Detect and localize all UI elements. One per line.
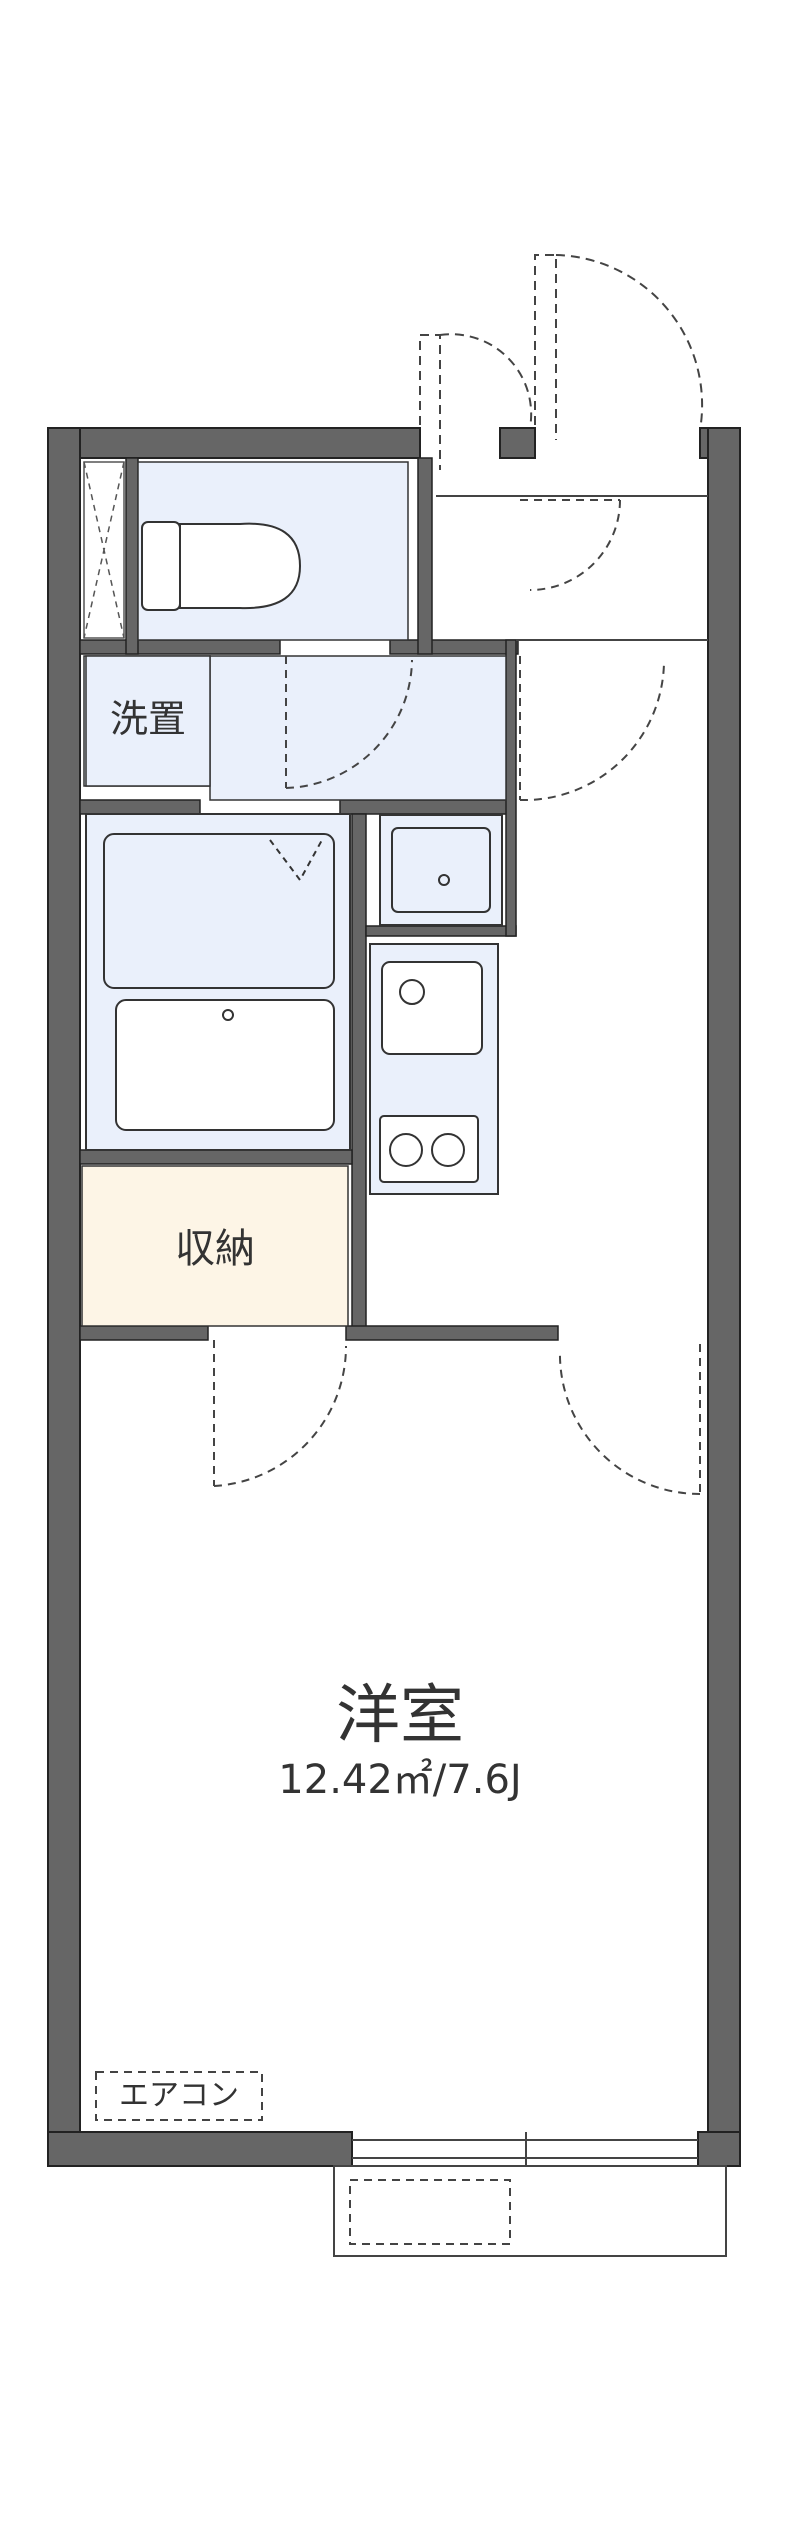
hallway-doors <box>213 499 701 1495</box>
entrance-door-right-arc <box>555 254 704 431</box>
room-door-arc <box>558 1349 701 1495</box>
washroom-door-arc <box>285 659 413 789</box>
hall-door-1-arc <box>529 499 621 591</box>
entrance-doors <box>419 254 704 470</box>
wall-bottom-right <box>697 2131 741 2167</box>
entrance-door-right <box>534 254 557 440</box>
storage-room: 収納 <box>81 1165 349 1327</box>
wall-laundry-bottom-right <box>339 799 511 815</box>
wall-storage-bottom <box>79 1325 209 1341</box>
wall-storage-bottom-right <box>345 1325 559 1341</box>
wall-toilet-bottom-right <box>389 639 519 655</box>
inner-walls <box>79 457 559 1341</box>
storage-floor <box>81 1165 349 1327</box>
wall-left <box>47 427 81 2167</box>
hall-lines <box>436 495 708 641</box>
closet-cross <box>83 461 125 639</box>
aircon-box <box>95 2071 263 2121</box>
hall-door-2-arc <box>519 661 665 802</box>
storage-door-arc <box>213 1345 348 1487</box>
bath-inner <box>103 833 335 989</box>
closet-box <box>83 461 125 639</box>
sink-basin <box>391 827 491 913</box>
aircon-unit: エアコン <box>95 2071 263 2121</box>
wall-toilet-bottom <box>79 639 281 655</box>
wall-top-mid <box>499 427 536 459</box>
kitchen-counter <box>369 943 499 1195</box>
balcony-inner <box>349 2179 511 2245</box>
wall-top-left <box>47 427 421 459</box>
aircon-label: エアコン <box>119 2078 239 2113</box>
western-room-name: 洋室 <box>336 1679 464 1753</box>
toilet-icon <box>141 521 302 611</box>
burner-right <box>431 1133 465 1167</box>
western-room: 洋室 12.42㎡/7.6J <box>278 1679 521 1803</box>
sink-icon <box>379 814 503 926</box>
toilet-bowl <box>179 522 302 610</box>
kitchen-sink-drain <box>399 979 425 1005</box>
bathtub-icon <box>85 813 351 1151</box>
balcony <box>333 2132 727 2257</box>
wall-bottom-left <box>47 2131 353 2167</box>
bath-door-mark <box>269 839 323 882</box>
balcony-frame <box>333 2165 727 2257</box>
kitchen-sink <box>381 961 483 1055</box>
wall-bath-right <box>351 813 367 1335</box>
wall-right <box>707 427 741 2167</box>
wall-kitchen-right <box>505 639 517 937</box>
storage-label: 収納 <box>175 1226 255 1272</box>
wall-bath-bottom <box>79 1149 353 1165</box>
entrance-door-left <box>419 334 441 470</box>
toilet-tank <box>141 521 181 611</box>
washroom-floor <box>209 655 507 801</box>
washroom-door <box>285 656 413 789</box>
wall-closet-right <box>125 457 139 655</box>
wall-laundry-bottom <box>79 799 201 815</box>
laundry-space: 洗置 <box>85 655 211 787</box>
bath-tub <box>115 999 335 1131</box>
small-closet <box>83 461 125 639</box>
laundry-label: 洗置 <box>110 697 186 741</box>
laundry-box <box>85 655 211 787</box>
bath-drain <box>222 1009 234 1021</box>
wall-kitchen-divider <box>365 925 517 937</box>
sink-drain <box>438 874 450 886</box>
western-room-area: 12.42㎡/7.6J <box>278 1757 521 1803</box>
burner-left <box>389 1133 423 1167</box>
wall-toilet-right <box>417 457 433 655</box>
